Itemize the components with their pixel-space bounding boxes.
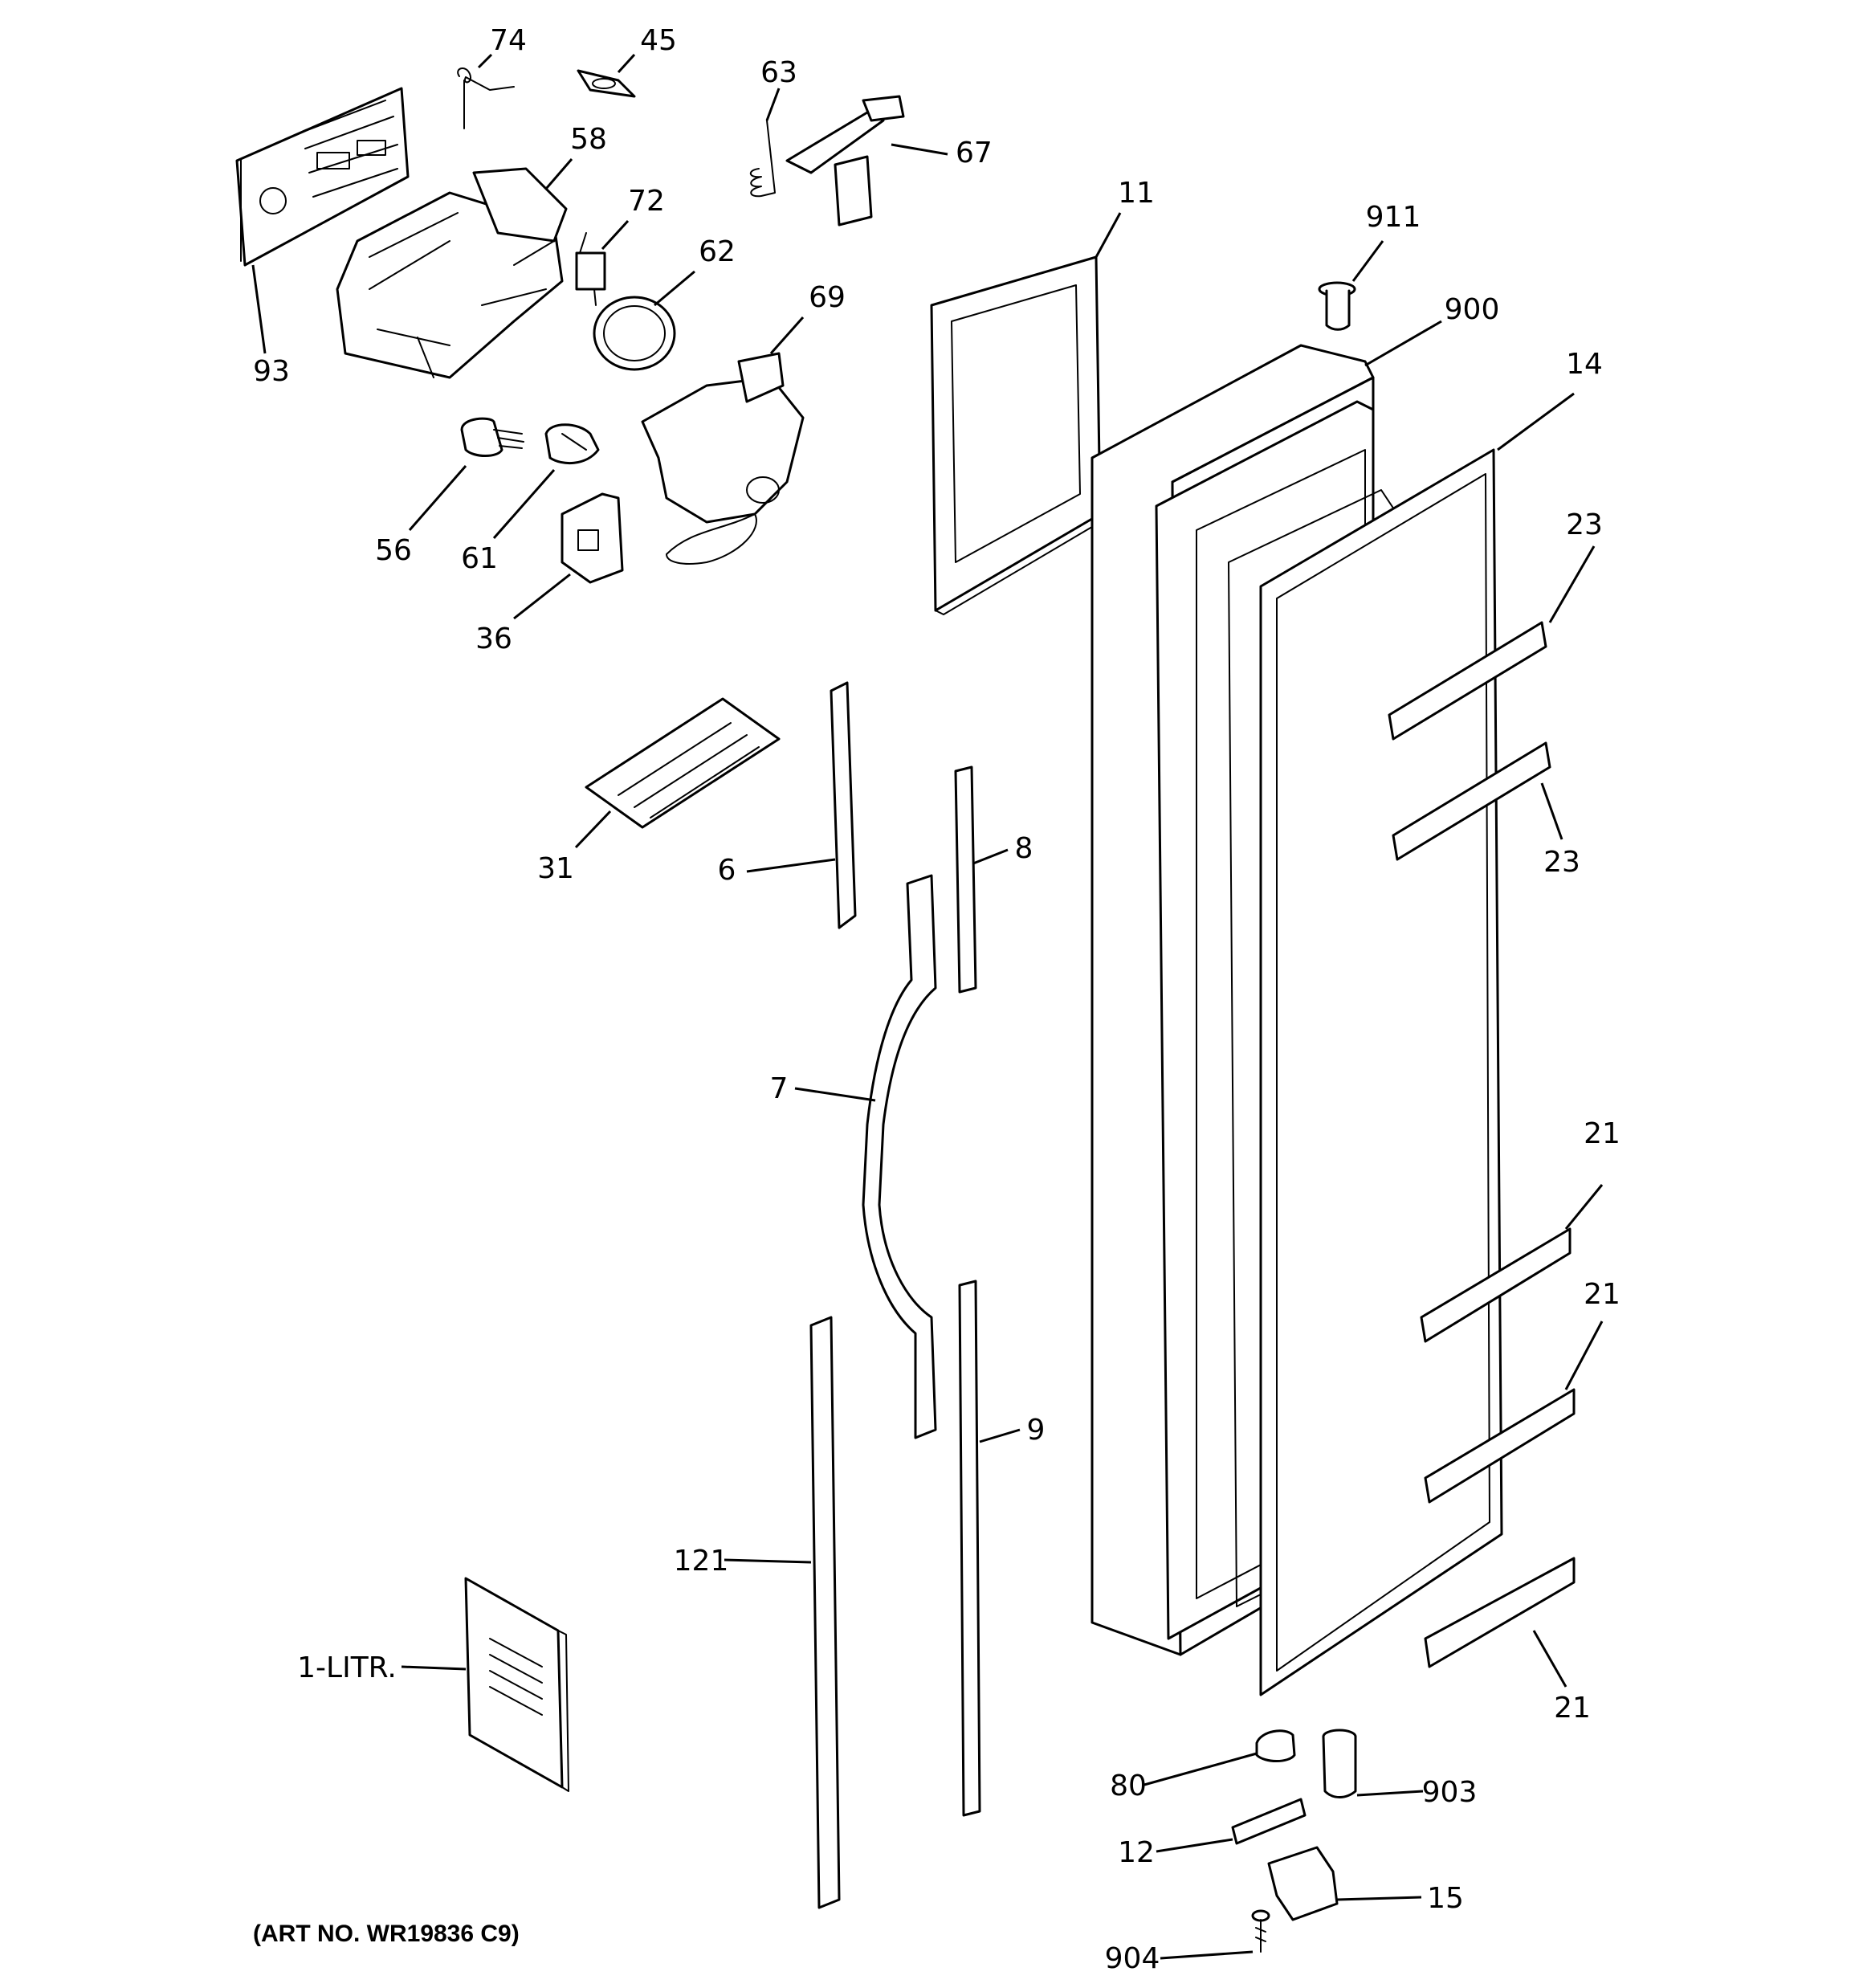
callout-63: 63 bbox=[760, 56, 797, 89]
callout-7: 7 bbox=[770, 1072, 789, 1105]
callout-121: 121 bbox=[674, 1545, 729, 1578]
callout-21-top: 21 bbox=[1584, 1117, 1620, 1150]
callout-31: 31 bbox=[537, 852, 574, 885]
part-21-shelf-bar-2 bbox=[1424, 1388, 1576, 1504]
part-72-switch bbox=[575, 232, 606, 306]
callout-labels: 74 45 63 67 58 72 62 69 93 56 61 36 11 9… bbox=[253, 24, 1620, 1975]
part-11-recess-frame bbox=[930, 255, 1102, 615]
part-21-shelf-bar-1 bbox=[1420, 1227, 1572, 1343]
part-69-ice-chute bbox=[641, 352, 805, 565]
part-58-dispenser-housing bbox=[336, 167, 568, 379]
part-7-handle bbox=[862, 874, 937, 1439]
part-80-bushing bbox=[1255, 1729, 1296, 1762]
leader-lines bbox=[251, 53, 1604, 1960]
callout-21-bottom: 21 bbox=[1554, 1692, 1591, 1725]
part-61-cam bbox=[544, 423, 600, 465]
callout-9: 9 bbox=[1027, 1414, 1046, 1447]
callout-62: 62 bbox=[699, 235, 736, 268]
callout-11: 11 bbox=[1118, 177, 1155, 210]
callout-74: 74 bbox=[490, 24, 527, 57]
part-21-shelf-bar-3 bbox=[1424, 1557, 1576, 1668]
callout-69: 69 bbox=[809, 281, 846, 314]
part-903-hinge-pin bbox=[1322, 1729, 1357, 1798]
callout-903: 903 bbox=[1422, 1776, 1478, 1809]
callout-900: 900 bbox=[1445, 293, 1500, 326]
callout-23-lower: 23 bbox=[1543, 846, 1580, 879]
callout-72: 72 bbox=[628, 185, 665, 218]
part-62-ring bbox=[593, 296, 676, 371]
callout-14: 14 bbox=[1566, 348, 1603, 381]
callout-12: 12 bbox=[1118, 1836, 1155, 1869]
part-67-lever bbox=[785, 95, 905, 227]
callout-8: 8 bbox=[1015, 832, 1033, 865]
part-8-handle-plate bbox=[954, 765, 977, 994]
part-121-trim-strip bbox=[809, 1316, 841, 1909]
part-23-shelf-bar-upper bbox=[1388, 621, 1547, 741]
part-12-bracket bbox=[1231, 1798, 1307, 1845]
callout-80: 80 bbox=[1110, 1770, 1147, 1802]
part-904-screw bbox=[1251, 1909, 1270, 1953]
callout-904: 904 bbox=[1105, 1942, 1160, 1975]
part-93-control-panel bbox=[235, 87, 410, 267]
part-9-handle-plate bbox=[958, 1280, 981, 1817]
part-14-gasket bbox=[1259, 448, 1503, 1696]
callout-45: 45 bbox=[640, 24, 677, 57]
callout-1-litr: 1-LITR. bbox=[297, 1651, 397, 1684]
part-74-spring bbox=[457, 67, 515, 129]
callout-21-middle: 21 bbox=[1584, 1278, 1620, 1311]
part-911-cap bbox=[1318, 281, 1356, 331]
part-31-drip-tray bbox=[585, 697, 781, 829]
part-23-shelf-bar-lower bbox=[1392, 741, 1551, 861]
part-15-hinge bbox=[1267, 1846, 1339, 1921]
callout-36: 36 bbox=[475, 623, 512, 655]
part-63-spring bbox=[749, 120, 776, 198]
callout-58: 58 bbox=[570, 123, 607, 156]
callout-56: 56 bbox=[375, 534, 412, 567]
part-6-trim-strip bbox=[830, 681, 857, 929]
callout-67: 67 bbox=[956, 137, 993, 169]
callout-23-upper: 23 bbox=[1566, 508, 1603, 541]
callout-15: 15 bbox=[1427, 1882, 1464, 1915]
callout-6: 6 bbox=[718, 854, 736, 887]
callout-93: 93 bbox=[253, 355, 290, 388]
part-56-auger bbox=[460, 417, 524, 457]
art-number: (ART NO. WR19836 C9) bbox=[253, 1921, 520, 1947]
part-45-bracket bbox=[577, 69, 636, 98]
part-1-litr-literature bbox=[464, 1577, 569, 1792]
part-36-bracket bbox=[561, 492, 624, 584]
callout-911: 911 bbox=[1366, 201, 1421, 234]
callout-61: 61 bbox=[461, 542, 498, 575]
